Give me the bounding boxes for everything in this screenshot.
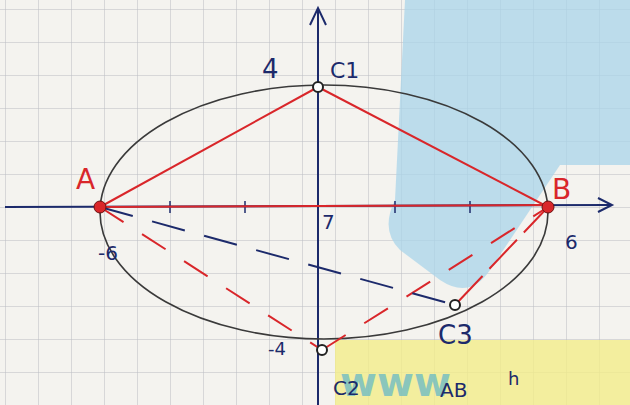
axis-value: 4 xyxy=(262,56,279,82)
y-arrow xyxy=(310,8,326,25)
point-label: C1 xyxy=(330,60,359,82)
ellipse xyxy=(100,85,548,339)
x-arrow xyxy=(598,198,612,212)
axis-value: 6 xyxy=(565,232,578,252)
point-label: A xyxy=(76,166,95,194)
axis-value: 7 xyxy=(322,212,335,232)
point-label: B xyxy=(552,176,571,204)
watermark-shape xyxy=(389,0,630,288)
watermark-band xyxy=(335,340,630,405)
points xyxy=(94,82,554,355)
note: AB xyxy=(440,380,467,400)
note: h xyxy=(508,370,519,388)
line-a-c3 xyxy=(100,207,455,305)
axis-value: -6 xyxy=(98,243,118,263)
point-label: C3 xyxy=(438,322,473,348)
point-label: C2 xyxy=(333,378,360,398)
axis-value: -4 xyxy=(268,340,286,358)
triangles xyxy=(100,87,548,350)
